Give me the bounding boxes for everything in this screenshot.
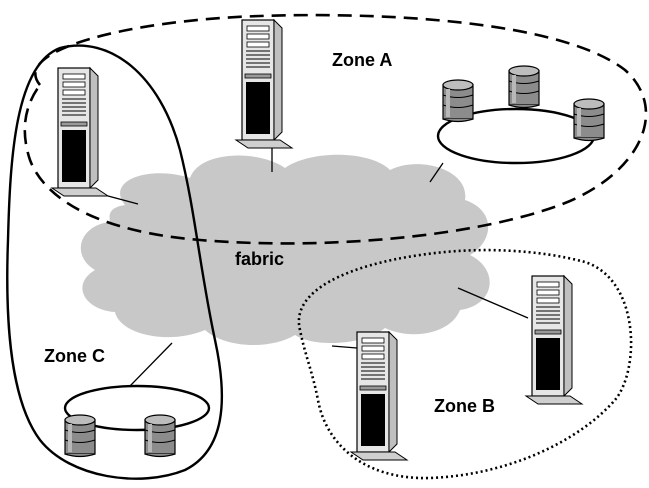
link-loop-a-fabric <box>429 162 444 183</box>
zone-c-storage-loop <box>63 384 211 458</box>
zone-c-boundary <box>6 44 224 480</box>
zone-c-label: Zone C <box>44 346 105 366</box>
zone-a-disk-3 <box>573 98 605 142</box>
zone-c-disk-2 <box>144 414 176 458</box>
link-loop-c-fabric <box>129 342 173 387</box>
server-zone-b-right <box>525 275 583 405</box>
zone-c-disk-1 <box>64 414 96 458</box>
connections <box>107 146 529 387</box>
link-server-left-fabric <box>107 195 139 205</box>
server-zone-a-c-shared <box>51 67 109 197</box>
fabric-label: fabric <box>235 249 284 269</box>
zone-a-boundary <box>23 13 648 245</box>
zone-b-boundary <box>297 248 633 480</box>
zone-a-label: Zone A <box>332 50 392 70</box>
link-server-b-right-fabric <box>457 287 529 319</box>
zone-a-disk-1 <box>442 79 474 123</box>
server-zone-b-left <box>350 331 408 461</box>
zone-a-disk-2 <box>508 65 540 109</box>
zone-a-storage-loop <box>436 65 605 165</box>
server-zone-a-top <box>235 19 293 149</box>
link-server-b-left-fabric <box>331 345 358 349</box>
fabric-cloud <box>80 154 490 346</box>
zone-b-label: Zone B <box>434 396 495 416</box>
